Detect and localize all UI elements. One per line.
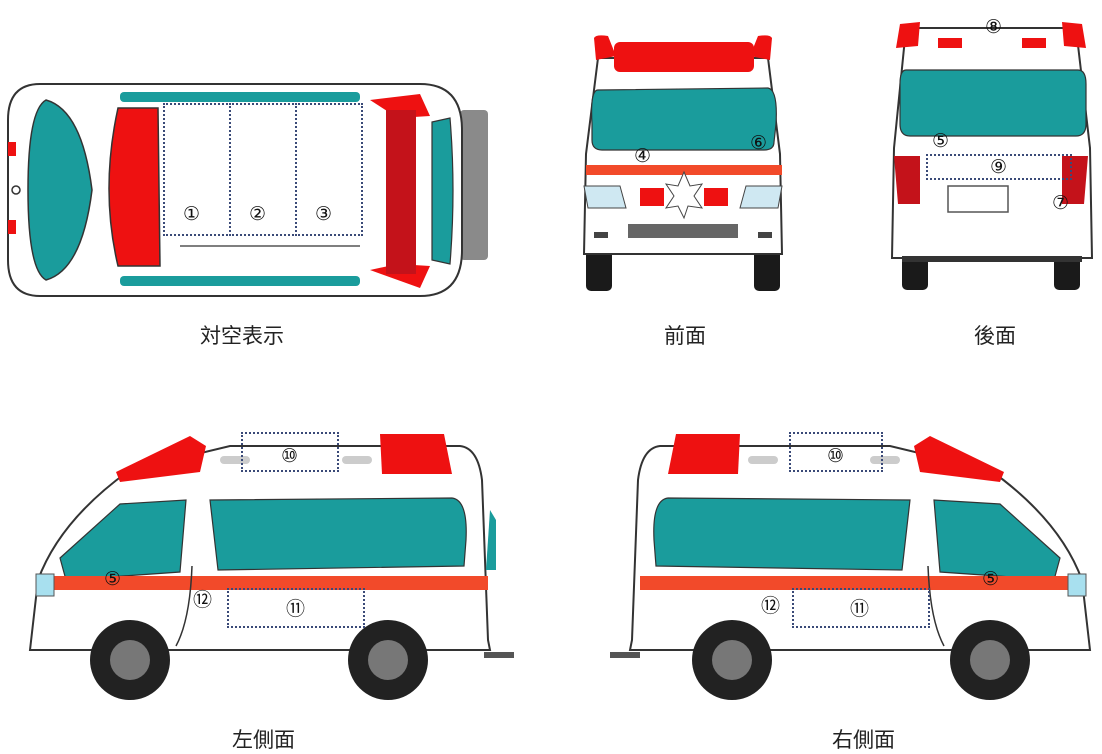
right-side-view: ⑩ ⑤ ⑫ ⑪ [606, 420, 1100, 710]
right-side-illustration [610, 434, 1092, 700]
marker-4: ④ [634, 145, 652, 167]
right-zone-10 [789, 432, 883, 472]
marker-1: ① [183, 203, 201, 225]
marker-10-left: ⑩ [281, 445, 299, 467]
marker-12-right: ⑫ [761, 595, 781, 617]
marker-11-left: ⑪ [286, 598, 306, 620]
left-side-illustration [28, 434, 514, 700]
caption-right-side: 右側面 [832, 728, 895, 752]
top-view-illustration [7, 83, 488, 297]
rear-zone-9 [926, 154, 1072, 180]
marker-6: ⑥ [750, 132, 768, 154]
marker-5-rear: ⑤ [932, 130, 950, 152]
front-view-illustration [582, 35, 784, 291]
marker-8: ⑧ [985, 16, 1003, 38]
marker-3: ③ [315, 203, 333, 225]
top-view: ① ② ③ [0, 70, 500, 310]
front-view: ④ ⑥ [568, 24, 798, 299]
marker-12-left: ⑫ [193, 589, 213, 611]
caption-left-side: 左側面 [232, 728, 295, 752]
caption-rear-view: 後面 [974, 324, 1016, 348]
rear-view: ⑧ ⑤ ⑨ ⑦ [882, 8, 1100, 298]
marker-10-right: ⑩ [827, 445, 845, 467]
left-zone-11 [227, 588, 365, 628]
marker-7: ⑦ [1052, 192, 1070, 214]
rear-view-illustration [890, 22, 1094, 290]
caption-front-view: 前面 [664, 324, 706, 348]
left-zone-10 [241, 432, 339, 472]
caption-top-view: 対空表示 [200, 324, 284, 348]
marker-5-right: ⑤ [982, 568, 1000, 590]
top-zone-3 [295, 103, 363, 236]
marker-5-left: ⑤ [104, 568, 122, 590]
marker-9: ⑨ [990, 156, 1008, 178]
marker-11-right: ⑪ [850, 598, 870, 620]
right-zone-11 [792, 588, 930, 628]
marker-2: ② [249, 203, 267, 225]
left-side-view: ⑩ ⑤ ⑫ ⑪ [20, 420, 520, 710]
